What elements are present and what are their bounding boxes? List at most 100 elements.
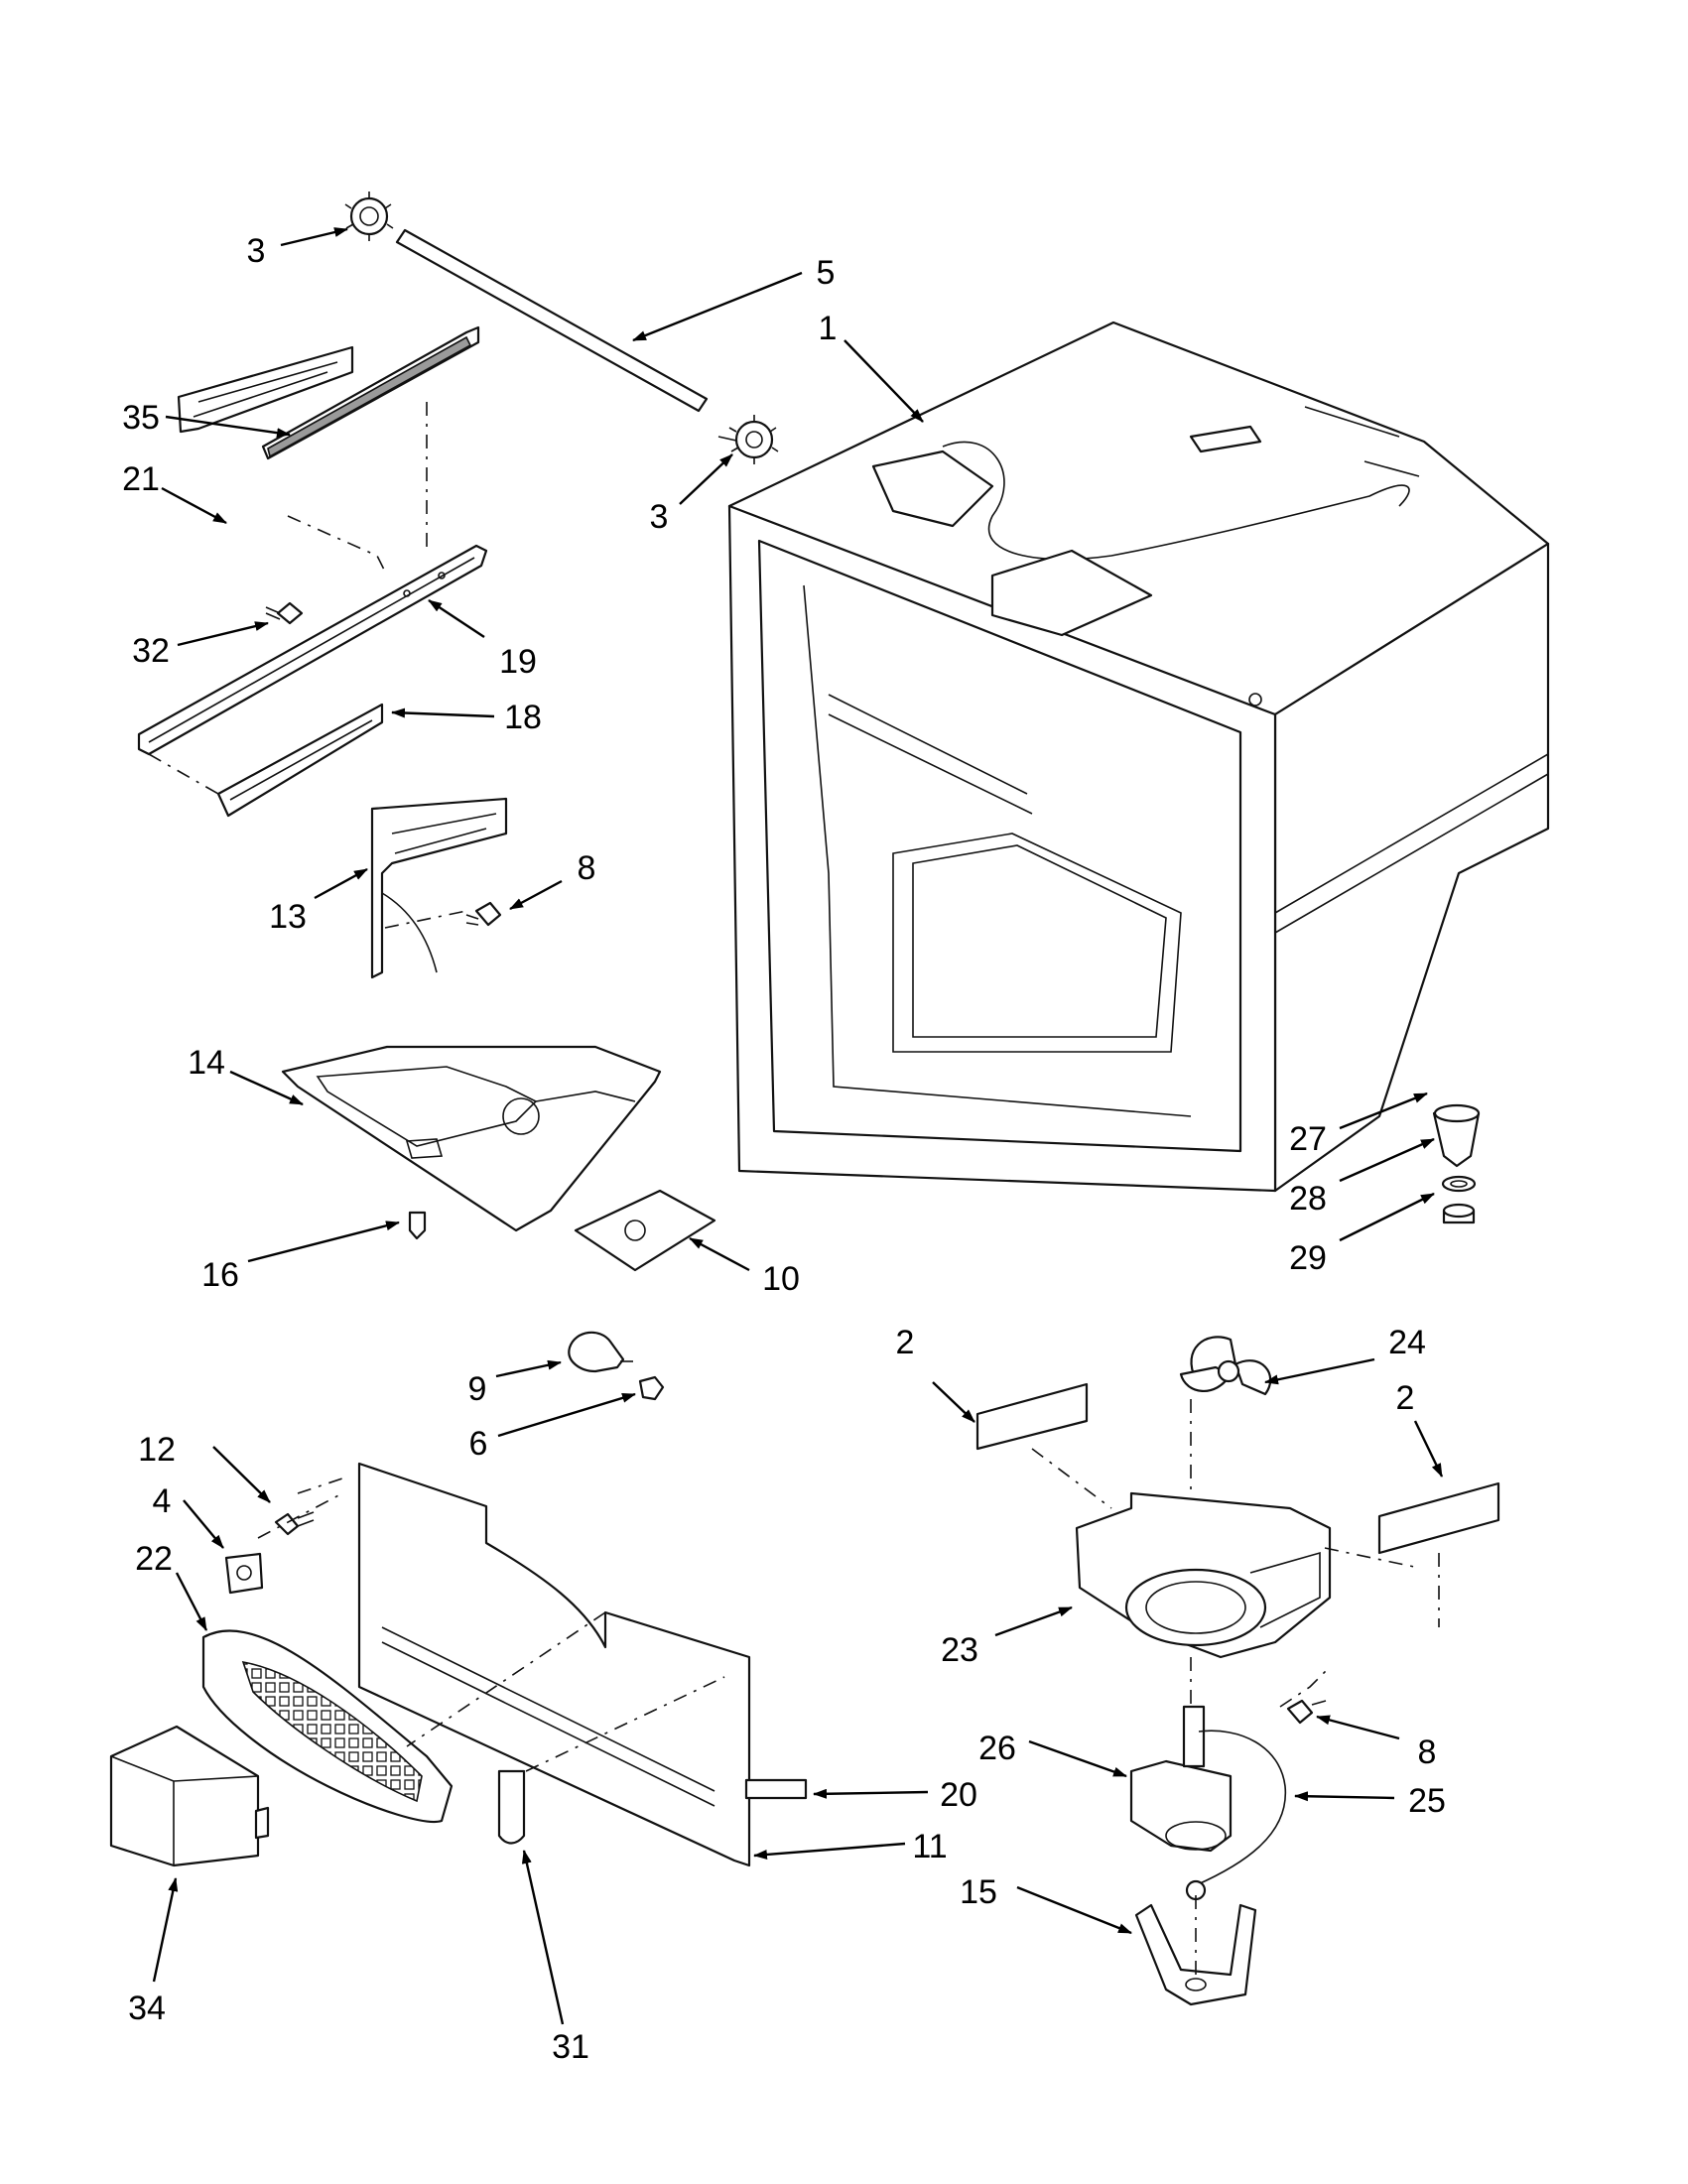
leader-23 xyxy=(994,1606,1073,1637)
callout-26: 26 xyxy=(978,1730,1016,1767)
callout-13: 13 xyxy=(269,898,307,936)
leader-15 xyxy=(1016,1885,1132,1935)
leader-18 xyxy=(391,707,495,718)
part-32-screw xyxy=(265,601,304,625)
part-11-back-panel xyxy=(357,1462,751,1867)
part-2-tape-right xyxy=(1377,1481,1500,1555)
part-19-rail xyxy=(137,544,488,756)
leader-21 xyxy=(161,486,227,525)
alignment-lines xyxy=(148,402,1440,1980)
part-3-gear-upper xyxy=(344,192,394,241)
part-34-cover xyxy=(109,1725,270,1867)
callout-29: 29 xyxy=(1289,1239,1327,1277)
leader-12 xyxy=(212,1446,271,1503)
leader-2b xyxy=(1413,1420,1444,1477)
callout-labels: 3 5 1 35 21 3 32 19 18 8 13 14 27 28 29 … xyxy=(122,232,1446,2066)
callout-15: 15 xyxy=(960,1873,997,1911)
part-29-grommet xyxy=(1442,1203,1476,1224)
leader-34 xyxy=(152,1877,179,1983)
part-6-socket xyxy=(638,1375,665,1401)
leader-22 xyxy=(175,1572,208,1631)
callout-16: 16 xyxy=(201,1256,239,1294)
callout-20: 20 xyxy=(940,1776,977,1814)
part-4-thermostat xyxy=(224,1552,264,1595)
leader-3b xyxy=(679,453,733,505)
part-26-fan-motor xyxy=(1129,1705,1233,1853)
leader-25 xyxy=(1294,1791,1395,1802)
leader-2a xyxy=(932,1381,975,1423)
part-27-damper xyxy=(1432,1103,1481,1168)
part-8-screw-lower xyxy=(1286,1699,1327,1725)
callout-19: 19 xyxy=(499,643,537,681)
part-18-rail-clip xyxy=(216,703,384,818)
leader-19 xyxy=(428,598,485,639)
callout-21: 21 xyxy=(122,460,160,498)
part-20-strip xyxy=(744,1778,808,1800)
part-21-bracket xyxy=(177,345,354,434)
part-13-bracket xyxy=(370,797,508,979)
part-16-clip xyxy=(408,1211,427,1240)
leader-lines xyxy=(152,227,1444,2025)
part-28-ring xyxy=(1441,1175,1477,1193)
part-35-track xyxy=(261,325,480,460)
callout-1: 1 xyxy=(819,310,838,347)
part-3-gear-lower xyxy=(717,415,779,464)
leader-16 xyxy=(247,1220,400,1263)
part-22-grille xyxy=(201,1629,454,1823)
part-24-fan-blade xyxy=(1179,1336,1272,1396)
callout-28: 28 xyxy=(1289,1180,1327,1218)
part-23-fan-shroud xyxy=(1075,1491,1332,1659)
callout-18: 18 xyxy=(504,699,542,736)
leader-29 xyxy=(1339,1192,1435,1242)
callout-27: 27 xyxy=(1289,1120,1327,1158)
leader-26 xyxy=(1028,1739,1127,1778)
callout-24: 24 xyxy=(1388,1324,1426,1361)
callout-2-right: 2 xyxy=(1396,1379,1415,1417)
callout-5: 5 xyxy=(817,254,836,292)
leader-4 xyxy=(183,1499,224,1549)
leader-28 xyxy=(1339,1137,1435,1183)
callout-23: 23 xyxy=(941,1631,978,1669)
callout-22: 22 xyxy=(135,1540,173,1578)
leader-10 xyxy=(689,1236,750,1272)
part-8-screw-upper xyxy=(465,901,502,927)
leader-6 xyxy=(497,1392,636,1438)
callout-2-left: 2 xyxy=(896,1324,915,1361)
callout-8-lower: 8 xyxy=(1418,1734,1437,1771)
part-9-bulb xyxy=(568,1331,633,1373)
leader-3a xyxy=(280,227,348,247)
callout-4: 4 xyxy=(153,1482,172,1520)
callout-3-lower: 3 xyxy=(650,498,669,536)
leader-9 xyxy=(495,1359,562,1378)
leader-1 xyxy=(844,339,924,423)
callout-34: 34 xyxy=(128,1990,166,2027)
callout-6: 6 xyxy=(469,1425,488,1463)
leader-8a xyxy=(509,879,563,911)
callout-25: 25 xyxy=(1408,1782,1446,1820)
leader-13 xyxy=(314,867,368,900)
leader-27 xyxy=(1339,1092,1428,1130)
callout-12: 12 xyxy=(138,1431,176,1469)
callout-32: 32 xyxy=(132,632,170,670)
leader-35 xyxy=(165,415,291,439)
callout-3-upper: 3 xyxy=(247,232,266,270)
leader-20 xyxy=(813,1788,929,1799)
part-10-gasket xyxy=(574,1189,716,1272)
leader-8b xyxy=(1316,1715,1400,1740)
callout-35: 35 xyxy=(122,399,160,437)
leader-31 xyxy=(521,1850,565,2025)
callout-9: 9 xyxy=(468,1370,487,1408)
part-12-screw xyxy=(274,1511,315,1536)
part-31-bracket xyxy=(497,1769,526,1845)
callout-11: 11 xyxy=(912,1828,947,1865)
callout-14: 14 xyxy=(188,1044,225,1082)
callout-31: 31 xyxy=(552,2028,589,2066)
part-2-tape-left xyxy=(975,1382,1089,1451)
leader-14 xyxy=(229,1070,304,1106)
part-14-evaporator-cover xyxy=(281,1045,662,1232)
callout-8-upper: 8 xyxy=(578,849,596,887)
leader-11 xyxy=(753,1842,906,1860)
part-15-motor-bracket xyxy=(1134,1903,1257,2006)
callout-10: 10 xyxy=(762,1260,800,1298)
